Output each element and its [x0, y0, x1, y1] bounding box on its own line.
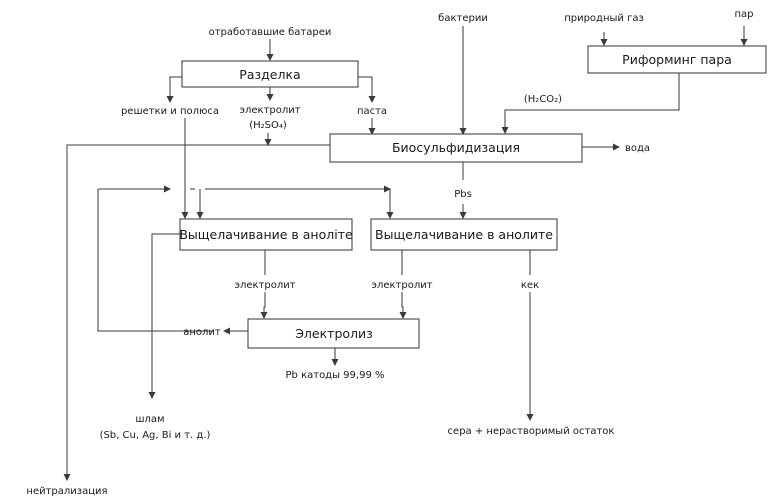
box-leaching-1: Выщелачивание в аноліте: [179, 218, 353, 251]
h2co2-label: (H₂CO₂): [524, 94, 562, 105]
box-razdelka: Разделка: [181, 60, 359, 88]
box-biosulfidization: Биосульфидизация: [329, 133, 583, 163]
razdelka-label: Разделка: [239, 67, 300, 82]
grids-label: решетки и полюса: [121, 106, 219, 117]
anolyte-label: анолит: [183, 327, 221, 338]
reforming-label: Риформинг пара: [622, 52, 732, 67]
neutralization-label: нейтрализация: [26, 486, 107, 497]
sludge-composition-label: (Sb, Cu, Ag, Bi и т. д.): [100, 430, 211, 441]
electrolyte2-label: электролит: [371, 280, 432, 291]
box-electrolysis: Электролиз: [247, 318, 420, 349]
cake-label: кек: [521, 280, 539, 291]
labels: отработавшие батареи бактерии природный …: [26, 9, 753, 497]
pbs-label: Pbs: [454, 189, 472, 200]
electrolyte-top-label: электролит: [239, 105, 300, 116]
electrolysis-label: Электролиз: [295, 326, 373, 341]
sludge-label: шлам: [135, 414, 164, 425]
batteries-label: отработавшие батареи: [209, 27, 332, 38]
natural-gas-label: природный газ: [564, 13, 644, 24]
electrolyte1-label: электролит: [234, 280, 295, 291]
paste-label: паста: [357, 106, 387, 117]
connectors: [63, 26, 748, 481]
h2so4-label: (H₂SO₄): [249, 120, 287, 131]
box-leaching-2: Выщелачивание в анолите: [370, 218, 558, 251]
leach1-label: Выщелачивание в аноліте: [179, 227, 353, 242]
residue-label: сера + нерастворимый остаток: [448, 426, 615, 437]
biosulf-label: Биосульфидизация: [392, 140, 520, 155]
steam-label: пар: [734, 9, 753, 20]
box-steam-reforming: Риформинг пара: [587, 45, 767, 74]
leach2-label: Выщелачивание в анолите: [375, 227, 553, 242]
cathodes-label: Pb катоды 99,99 %: [286, 370, 385, 381]
water-label: вода: [625, 143, 650, 154]
bacteria-label: бактерии: [438, 13, 488, 24]
